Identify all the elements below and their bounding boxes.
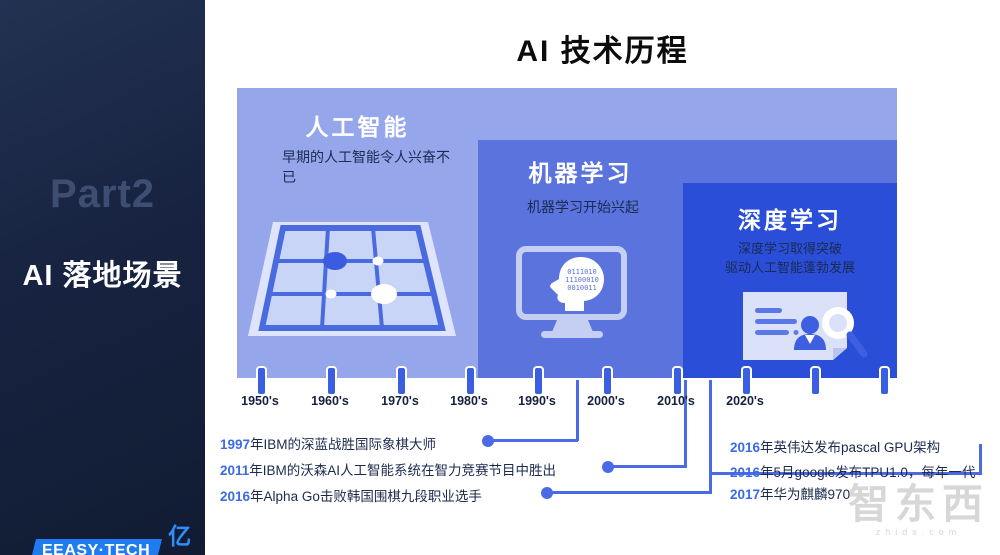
connector-1997-vertical — [576, 380, 579, 441]
event-year: 2016 — [220, 489, 251, 504]
connector-2011-vertical — [684, 380, 687, 468]
event-2016-tpu: 2016年5月google发布TPU1.0，每年一代 — [730, 461, 975, 481]
event-2016-pascal: 2016年英伟达发布pascal GPU架构 — [730, 436, 940, 456]
timeline-tick-1990 — [533, 366, 544, 396]
timeline-tick-1970 — [396, 366, 407, 396]
era-title-ai: 人工智能 — [305, 114, 410, 140]
connector-right-horizontal — [709, 472, 982, 475]
timeline-tick-extra-2 — [879, 366, 890, 396]
event-text: 年华为麒麟970 — [760, 487, 851, 502]
document-search-icon — [743, 292, 868, 360]
era-desc-ml: 机器学习开始兴起 — [527, 199, 639, 215]
connector-2011-horizontal — [610, 465, 686, 468]
go-board-icon — [248, 222, 456, 336]
timeline-tick-1980 — [465, 366, 476, 396]
event-text: 年5月google发布TPU1.0，每年一代 — [760, 465, 976, 480]
connector-1997-dot — [482, 435, 494, 447]
connector-1997-horizontal — [490, 439, 578, 442]
page-title: AI 技术历程 — [516, 35, 689, 68]
svg-text:0111010: 0111010 — [567, 268, 597, 276]
tick-label-2010s: 2010's — [657, 394, 695, 408]
event-year: 2016 — [730, 465, 761, 480]
watermark: 智东西 zhidx.com — [848, 481, 989, 538]
event-year: 2011 — [220, 463, 250, 478]
connector-2016-dot — [541, 487, 553, 499]
part-label: Part2 — [49, 172, 156, 216]
event-year: 2016 — [730, 440, 761, 455]
tick-label-1980s: 1980's — [450, 394, 488, 408]
event-text: 年IBM的深蓝战胜国际象棋大师 — [250, 437, 437, 452]
era-title-dl: 深度学习 — [738, 207, 842, 233]
timeline-tick-extra-1 — [810, 366, 821, 396]
monitor-brain-icon: 0111010 11100010 0010011 — [516, 246, 627, 338]
era-title-ml: 机器学习 — [528, 160, 633, 186]
event-year: 2017 — [730, 487, 761, 502]
timeline-tick-2010 — [672, 366, 683, 396]
watermark-subtext: zhidx.com — [875, 527, 962, 537]
event-text: 年英伟达发布pascal GPU架构 — [760, 440, 941, 455]
timeline-tick-1950 — [256, 366, 267, 396]
timeline-tick-1960 — [326, 366, 337, 396]
event-year: 1997 — [220, 437, 251, 452]
tick-label-1970s: 1970's — [381, 394, 419, 408]
connector-right-vertical — [979, 444, 982, 475]
tick-label-1990s: 1990's — [518, 394, 556, 408]
connector-2011-dot — [602, 461, 614, 473]
sidebar: Part2 AI 落地场景 EEASY·TECH 亿智 — [0, 0, 205, 555]
brand-logo: EEASY·TECH 亿智 — [30, 517, 205, 555]
event-text: 年Alpha Go击败韩国围棋九段职业选手 — [250, 489, 482, 504]
timeline-tick-2000 — [602, 366, 613, 396]
event-1997-deep-blue: 1997年IBM的深蓝战胜国际象棋大师 — [220, 433, 436, 453]
brand-logo-flag: EEASY·TECH — [30, 539, 163, 555]
tick-label-1950s: 1950's — [241, 394, 279, 408]
tick-label-2000s: 2000's — [587, 394, 625, 408]
connector-2016-horizontal — [549, 491, 711, 494]
era-desc-ai: 早期的人工智能令人兴奋不已 — [282, 149, 450, 186]
svg-text:0010011: 0010011 — [567, 284, 597, 292]
era-desc-dl-line1: 深度学习取得突破 — [737, 241, 842, 256]
event-2016-alphago: 2016年Alpha Go击败韩国围棋九段职业选手 — [220, 485, 482, 505]
timeline-tick-2020 — [741, 366, 752, 396]
brand-logo-cn: 亿智 — [168, 523, 196, 549]
event-2017-kirin: 2017年华为麒麟970 — [730, 483, 850, 503]
tick-label-1960s: 1960's — [311, 394, 349, 408]
svg-text:11100010: 11100010 — [565, 276, 599, 284]
sidebar-title: AI 落地场景 — [22, 260, 183, 292]
era-desc-dl-line2: 驱动人工智能蓬勃发展 — [724, 259, 855, 275]
event-text: 年IBM的沃森AI人工智能系统在智力竞赛节目中胜出 — [249, 463, 557, 478]
watermark-text: 智东西 — [848, 481, 989, 527]
connector-2016-vertical — [709, 380, 712, 494]
era-desc-dl: 深度学习取得突破 驱动人工智能蓬勃发展 — [691, 240, 889, 278]
event-2011-watson: 2011年IBM的沃森AI人工智能系统在智力竞赛节目中胜出 — [220, 459, 556, 479]
tick-label-2020s: 2020's — [726, 394, 764, 408]
